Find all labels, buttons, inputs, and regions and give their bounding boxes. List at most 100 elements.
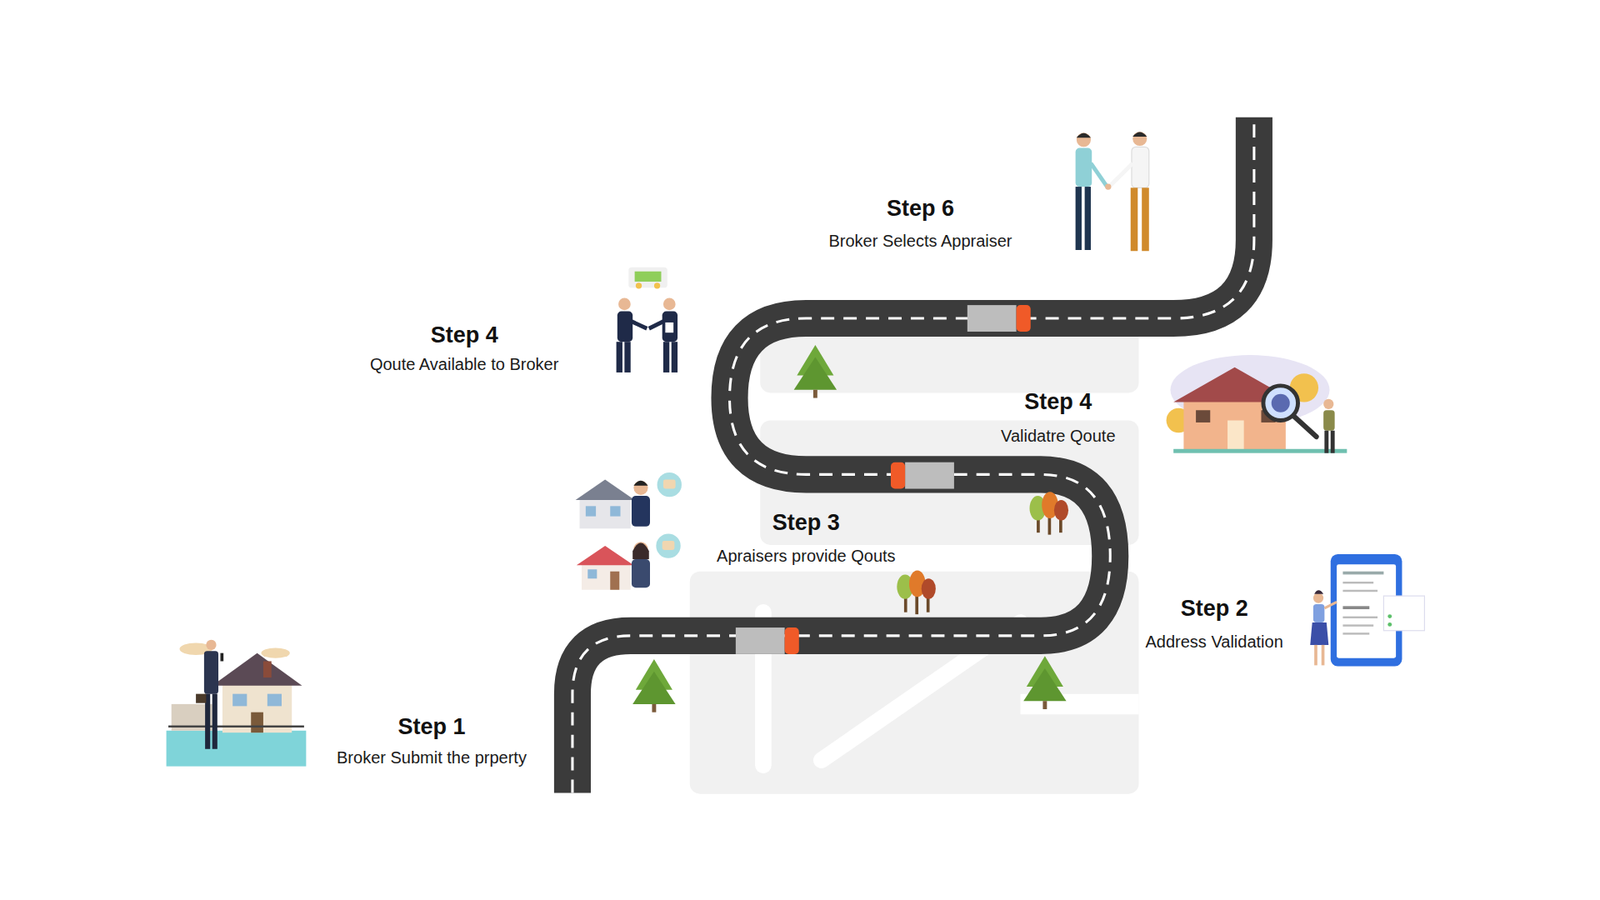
step-block: Step 1 Broker Submit the prperty [331,710,532,771]
quote-handshake-illustration-part [635,271,662,282]
selection-handshake-illustration-part [1130,187,1139,251]
broker-house-illustration-part [166,730,307,767]
appraisers-illustration-part [662,540,675,550]
quote-handshake-illustration-part [624,341,630,373]
background-blocks-part [690,571,1140,795]
pine-trees-part [1023,668,1066,701]
broker-house-illustration-part [195,694,206,704]
appraisers-illustration-part [633,480,648,486]
selection-handshake-illustration-part [1109,163,1133,187]
quote-handshake-illustration-part [663,298,676,311]
step-heading: Step 6 [828,195,1013,222]
background-blocks-part [760,328,1139,393]
step-block: Step 2 Address Validation [1140,592,1289,656]
broker-house-illustration-part [212,653,303,686]
road [572,117,1255,794]
selection-handshake-illustration-part [1085,186,1091,250]
address-phone-illustration-part [1342,632,1370,635]
selection-handshake-illustration-part [1131,146,1150,188]
broker-house-illustration-part [250,712,264,733]
selection-handshake-illustration-part [1132,132,1147,138]
validate-quote-illustration-part [1227,420,1245,451]
quote-handshake-illustration-part [628,267,668,288]
quote-handshake-illustration-part [662,310,678,342]
quote-handshake-illustration-part [631,321,647,330]
address-phone-illustration-part [1342,616,1378,619]
broker-house-illustration-part [168,725,305,728]
step-heading: Step 4 [1000,388,1116,415]
autumn-trees [896,491,1069,615]
step-heading: Step 4 [370,321,560,349]
address-phone-illustration-part [1387,622,1392,627]
step-heading: Step 2 [1145,595,1284,622]
pine-trees-part [651,704,656,713]
validate-quote-illustration-part [1323,410,1335,430]
trucks-part [785,627,800,655]
broker-house-illustration-part [220,653,224,662]
pine-trees-part [813,390,818,399]
address-phone-illustration-part [1310,622,1329,645]
quote-handshake-illustration [616,267,678,373]
validate-quote-illustration [1166,355,1348,454]
selection-handshake-illustration-part [1075,148,1093,188]
road-part [572,117,1255,794]
broker-house-illustration [166,640,307,767]
appraisers-illustration-part [631,559,650,588]
quote-handshake-illustration-part [617,310,633,342]
quote-handshake-illustration-part [654,282,660,289]
validate-quote-illustration-part [1195,410,1210,423]
quote-handshake-illustration-part [616,341,623,373]
autumn-trees-part [921,578,936,599]
step-heading: Step 3 [716,509,896,536]
address-phone-illustration-part [1342,581,1374,584]
trucks-part [890,462,905,490]
appraisers-illustration-part [631,495,650,527]
appraisers-illustration [575,472,682,590]
trucks-part [735,627,785,655]
step-description: Broker Selects Appraiser [828,230,1013,252]
broker-house-illustration-part [212,694,218,750]
step-description: Validatre Qoute [1000,425,1116,447]
broker-house-illustration-part [232,694,247,707]
address-phone-illustration-part [1387,614,1392,619]
address-phone-illustration-part [1342,605,1370,610]
step-description: Qoute Available to Broker [370,353,560,375]
selection-handshake-illustration-part [1105,183,1111,190]
broker-house-illustration-part [260,648,290,659]
broker-house-illustration-part [204,650,219,694]
appraisers-illustration-part [580,498,631,530]
address-phone-illustration-part [1324,601,1337,608]
validate-quote-illustration-part [1271,394,1290,413]
validate-quote-illustration-part [1323,399,1334,410]
validate-quote-illustration-part [1291,414,1316,437]
address-phone-illustration-part [1313,604,1325,623]
appraisers-illustration-part [575,480,635,500]
appraisers-illustration-part [655,533,680,558]
pine-trees [632,345,1066,713]
quote-handshake-illustration-part [618,298,631,311]
selection-handshake-illustration-part [1090,163,1108,187]
pine-trees-part [1042,700,1047,710]
address-phone-illustration-part [1383,595,1425,631]
step-description: Address Validation [1145,630,1284,653]
road-part [572,117,1255,794]
background-blocks [690,328,1140,794]
appraisers-illustration-part [610,571,620,590]
selection-handshake-illustration-part [1132,131,1147,146]
step-description: Broker Submit the prperty [336,746,527,769]
quote-handshake-illustration-part [649,321,664,330]
validate-quote-illustration-part [1263,385,1299,421]
step-block: Step 6 Broker Selects Appraiser [823,192,1018,255]
appraisers-illustration-part [633,480,648,495]
address-phone-illustration-part [1313,592,1324,603]
appraisers-illustration-part [610,505,620,516]
quote-handshake-illustration-part [665,322,674,333]
address-phone-illustration-part [1342,571,1384,575]
address-phone-illustration [1310,554,1425,667]
step-heading: Step 1 [336,713,527,740]
appraisers-illustration-part [663,480,676,490]
appraisers-illustration-part [576,545,635,565]
selection-handshake-illustration-part [1076,133,1091,139]
